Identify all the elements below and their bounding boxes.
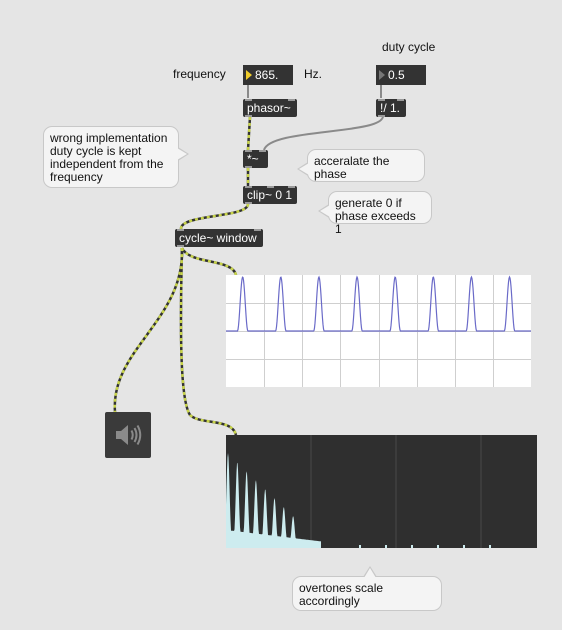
phasor-object-label: phasor~ [247, 101, 291, 115]
comment-wrong-implementation: wrong implementation duty cycle is kept … [43, 126, 189, 188]
dac-speaker-button[interactable] [105, 412, 151, 458]
oscilloscope-display[interactable] [226, 275, 531, 387]
speaker-icon [116, 424, 142, 446]
clip-object-label: clip~ 0 1 [247, 188, 293, 202]
divide-object[interactable]: !/ 1. [376, 99, 406, 117]
divide-object-label: !/ 1. [380, 101, 401, 115]
spectrum-overtone-mark [489, 545, 491, 548]
comment-accelerate-phase: acceralate the phase [297, 149, 425, 182]
spectrum-overtone-mark [437, 545, 439, 548]
phasor-object[interactable]: phasor~ [243, 99, 297, 117]
audio-cable-phasor-to-multiply [246, 116, 252, 151]
audio-cable-cycle-to-dac [113, 247, 184, 413]
cycle-object-label: cycle~ window [179, 231, 257, 245]
control-cable-divide-to-multiply [263, 115, 384, 151]
frequency-value: 865. [255, 68, 279, 82]
clip-object[interactable]: clip~ 0 1 [243, 186, 297, 204]
spectrum-overtone-mark [385, 545, 387, 548]
frequency-number-box[interactable]: 865. [243, 65, 293, 85]
multiply-object-label: *~ [247, 152, 259, 166]
spectroscope-display[interactable] [226, 435, 537, 548]
frequency-label: frequency [173, 67, 226, 81]
audio-cable-clip-to-cycle [179, 203, 250, 230]
duty-cycle-label: duty cycle [382, 40, 436, 54]
cycle-object[interactable]: cycle~ window [175, 229, 263, 247]
audio-cable-cycle-to-scope [180, 247, 238, 276]
oscilloscope-trace [226, 275, 531, 332]
hz-label: Hz. [304, 67, 322, 81]
spectrum-overtone-mark [359, 545, 361, 548]
number-arrow-icon [246, 70, 252, 80]
number-arrow-icon [379, 70, 385, 80]
multiply-object[interactable]: *~ [243, 150, 268, 168]
spectrum-overtone-mark [411, 545, 413, 548]
spectrum-overtone-mark [463, 545, 465, 548]
comment-overtones: overtones scale accordingly [292, 566, 442, 611]
duty-cycle-value: 0.5 [388, 68, 405, 82]
spectrum-trace [226, 453, 321, 548]
comment-generate-zero: generate 0 if phase exceeds 1 [318, 191, 432, 236]
duty-cycle-number-box[interactable]: 0.5 [376, 65, 426, 85]
